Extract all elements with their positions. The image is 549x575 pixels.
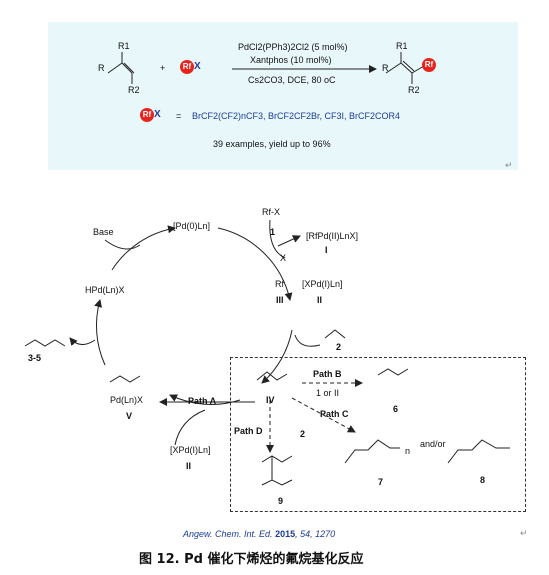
andor-label: and/or: [420, 439, 446, 449]
product-r2: R2: [408, 85, 420, 95]
product-8-structure: [447, 439, 510, 464]
citation: Angew. Chem. Int. Ed. 2015, 54, 1270: [183, 529, 336, 539]
x-leaving: X: [280, 253, 287, 263]
condition-base: Cs2CO3, DCE, 80 oC: [248, 75, 336, 85]
catalytic-cycle: [69, 219, 321, 446]
label-1: 1: [270, 227, 276, 237]
path-d-label: Path D: [234, 426, 263, 436]
rfx-label: Rf-X: [262, 207, 280, 217]
path-c-label: Path C: [320, 409, 349, 419]
alkene-product-structure: [385, 52, 425, 84]
condition-catalyst: PdCl2(PPh3)2Cl2 (5 mol%): [238, 42, 348, 52]
rf-badge: Rf: [180, 60, 194, 74]
pd-lnx-label: Pd(Ln)X: [110, 395, 144, 405]
label-8: 8: [480, 475, 486, 485]
label-7: 7: [378, 477, 384, 487]
label-2b: 2: [300, 429, 306, 439]
return-mark-2: ↵: [520, 528, 528, 538]
side-pathways-box: [230, 357, 526, 512]
label-IV: IV: [266, 395, 275, 405]
label-II: II: [317, 295, 323, 305]
condition-ligand: Xantphos (10 mol%): [250, 55, 332, 65]
label-2: 2: [336, 342, 342, 352]
summary: 39 examples, yield up to 96%: [213, 139, 331, 149]
product-3-5-structure: [24, 339, 66, 347]
label-II-b: II: [186, 461, 192, 471]
product-rf: Rf: [422, 58, 436, 72]
r2-label: R2: [128, 85, 140, 95]
intermediate-V-structure: [109, 375, 141, 383]
reaction-scheme-box: [48, 22, 518, 170]
equals-sign: =: [176, 111, 182, 121]
path-b-label: Path B: [313, 369, 342, 379]
plus-sign: +: [160, 63, 166, 73]
intermediate-IV-structure: [256, 371, 288, 381]
r1-label: R1: [118, 41, 130, 51]
product-r: R: [382, 63, 389, 73]
label-V: V: [126, 411, 133, 421]
product-9-structure: [261, 455, 293, 486]
path-c-arrow: [291, 397, 356, 433]
xpd1b-label: [XPd(I)Ln]: [170, 445, 211, 455]
path-b-sub: 1 or II: [316, 388, 340, 398]
alkene-2-structure: [324, 329, 346, 339]
rfpd2-label: [RfPd(II)LnX]: [306, 231, 359, 241]
product-6-structure: [377, 368, 409, 376]
hpd-label: HPd(Ln)X: [85, 285, 125, 295]
label-I: I: [325, 245, 328, 255]
pd0-label: [Pd(0)Ln]: [173, 221, 211, 231]
rf-radical: Rf: [275, 279, 284, 289]
base-label: Base: [93, 227, 114, 237]
figure-caption: 图 12. Pd 催化下烯烃的氟烷基化反应: [139, 552, 364, 567]
rfx-list: BrCF2(CF2)nCF3, BrCF2CF2Br, CF3I, BrCF2C…: [192, 111, 401, 121]
label-9: 9: [278, 496, 284, 506]
r-start: R: [98, 63, 105, 73]
label-III: III: [276, 295, 284, 305]
xpd1-label: [XPd(I)Ln]: [302, 279, 343, 289]
alkene-reactant-structure: [107, 52, 135, 84]
n-label: n: [405, 446, 411, 456]
label-3-5: 3-5: [28, 353, 42, 363]
path-a-label: Path A: [188, 396, 217, 406]
return-mark: ↵: [505, 160, 513, 170]
product-7-structure: [344, 439, 400, 464]
label-6: 6: [393, 404, 399, 414]
product-r1: R1: [396, 41, 408, 51]
